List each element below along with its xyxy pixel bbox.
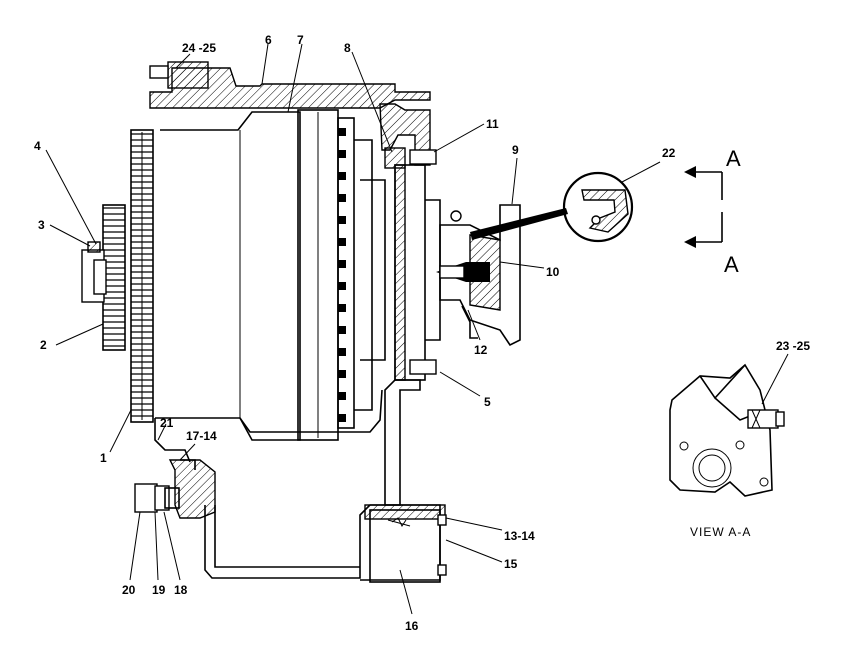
flywheel-ring-gear xyxy=(130,129,154,423)
callout-13-14: 13-14 xyxy=(504,529,535,543)
callout-22: 22 xyxy=(662,146,676,160)
callout-3: 3 xyxy=(38,218,45,232)
disc-notch xyxy=(338,238,346,246)
callout-5: 5 xyxy=(484,395,491,409)
pressure-plate xyxy=(384,147,462,381)
output-yoke xyxy=(436,204,521,347)
disc-notch xyxy=(338,304,346,312)
callout-11: 11 xyxy=(486,117,499,131)
starter-pinion xyxy=(81,204,126,351)
lower-case xyxy=(204,504,447,583)
callout-17-14: 17-14 xyxy=(186,429,217,443)
disc-notch xyxy=(338,282,346,290)
callout-labels: 1 2 3 4 5 6 7 8 9 10 11 12 13-14 15 16 1… xyxy=(34,33,810,633)
callout-23-25: 23 -25 xyxy=(776,339,810,353)
section-letter-bottom: A xyxy=(724,252,739,277)
callout-7: 7 xyxy=(297,33,304,47)
disc-notch xyxy=(338,172,346,180)
callout-10: 10 xyxy=(546,265,560,279)
detail-circle xyxy=(470,171,634,243)
disc-notch xyxy=(338,348,346,356)
callout-16: 16 xyxy=(405,619,419,633)
view-a-a: VIEW A-A xyxy=(669,363,785,539)
callout-6: 6 xyxy=(265,33,272,47)
disc-notch xyxy=(338,392,346,400)
disc-notch xyxy=(338,326,346,334)
view-caption: VIEW A-A xyxy=(690,525,751,539)
clutch-assembly xyxy=(160,109,386,441)
disc-notch xyxy=(338,128,346,136)
disc-notch xyxy=(338,150,346,158)
disc-notch xyxy=(338,194,346,202)
callout-8: 8 xyxy=(344,41,351,55)
disc-notch xyxy=(338,414,346,422)
disc-notch xyxy=(338,370,346,378)
section-marker: A A xyxy=(684,146,741,277)
callout-24-25: 24 -25 xyxy=(182,41,216,55)
callout-21: 21 xyxy=(160,416,174,430)
section-letter-top: A xyxy=(726,146,741,171)
flywheel-housing xyxy=(149,61,431,506)
callout-2: 2 xyxy=(40,338,47,352)
disc-notch xyxy=(338,260,346,268)
callout-20: 20 xyxy=(122,583,136,597)
drain-boss xyxy=(134,459,216,519)
callout-19: 19 xyxy=(152,583,166,597)
leader-lines xyxy=(45,43,789,615)
callout-4: 4 xyxy=(34,139,41,153)
disc-notch xyxy=(338,216,346,224)
callout-1: 1 xyxy=(100,451,107,465)
callout-9: 9 xyxy=(512,143,519,157)
callout-18: 18 xyxy=(174,583,188,597)
callout-15: 15 xyxy=(504,557,518,571)
callout-12: 12 xyxy=(474,343,488,357)
